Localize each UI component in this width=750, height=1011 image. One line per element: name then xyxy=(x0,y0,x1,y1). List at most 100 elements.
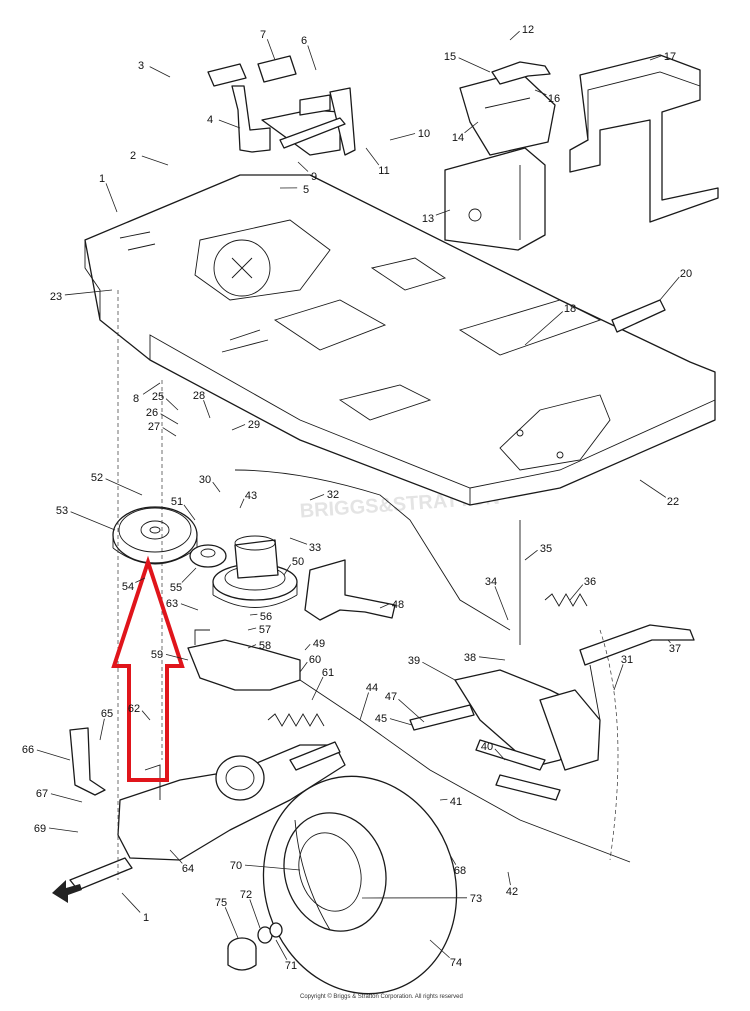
callout-leader xyxy=(100,719,104,740)
callout-leader xyxy=(250,614,257,615)
callout-3: 3 xyxy=(138,60,144,72)
callout-leader xyxy=(640,480,666,497)
chassis-deck xyxy=(85,175,715,505)
wheel-hub-parts xyxy=(228,923,282,970)
callout-leader xyxy=(495,586,508,620)
callout-70: 70 xyxy=(230,860,242,872)
callout-65: 65 xyxy=(101,708,113,720)
callout-45: 45 xyxy=(375,713,387,725)
callout-35: 35 xyxy=(540,543,552,555)
callout-63: 63 xyxy=(166,598,178,610)
callout-57: 57 xyxy=(259,624,271,636)
callout-16: 16 xyxy=(548,93,560,105)
callout-leader xyxy=(510,31,520,40)
callout-36: 36 xyxy=(584,576,596,588)
callout-leader xyxy=(440,799,447,800)
callout-leader xyxy=(163,428,176,436)
callout-leader xyxy=(305,644,310,650)
callout-leader xyxy=(142,711,150,720)
callout-leader xyxy=(106,479,142,495)
callout-60: 60 xyxy=(309,654,321,666)
callout-39: 39 xyxy=(408,655,420,667)
callout-43: 43 xyxy=(245,490,257,502)
callout-leader xyxy=(122,893,140,912)
callout-69: 69 xyxy=(34,823,46,835)
idler-spring xyxy=(268,714,324,726)
idler-pulley-small xyxy=(190,545,226,567)
callout-6: 6 xyxy=(301,35,307,47)
callout-13: 13 xyxy=(422,213,434,225)
callout-59: 59 xyxy=(151,649,163,661)
callout-2: 2 xyxy=(130,150,136,162)
callout-leader xyxy=(360,693,369,720)
callout-27: 27 xyxy=(148,421,160,433)
callout-leader xyxy=(166,399,178,410)
callout-5: 5 xyxy=(303,184,309,196)
callout-41: 41 xyxy=(450,796,462,808)
callout-leader xyxy=(37,750,70,760)
callout-28: 28 xyxy=(193,390,205,402)
callout-74: 74 xyxy=(450,957,462,969)
callout-leader xyxy=(290,538,307,544)
callout-51: 51 xyxy=(171,496,183,508)
callout-37: 37 xyxy=(669,643,681,655)
callout-11: 11 xyxy=(378,165,389,177)
callout-leader xyxy=(660,277,679,300)
callout-31: 31 xyxy=(621,654,633,666)
red-highlight-arrow xyxy=(114,562,182,780)
callout-9: 9 xyxy=(311,171,317,183)
seat-slide-cover xyxy=(460,72,555,155)
callout-leader xyxy=(479,657,505,660)
callout-12: 12 xyxy=(522,24,534,36)
callout-42: 42 xyxy=(506,886,518,898)
callout-leader xyxy=(219,120,240,128)
callout-55: 55 xyxy=(170,582,182,594)
callout-71: 71 xyxy=(285,960,297,972)
callout-25: 25 xyxy=(152,391,164,403)
callout-10: 10 xyxy=(418,128,430,140)
callout-26: 26 xyxy=(146,407,158,419)
spacer-tube xyxy=(612,300,665,332)
callout-leader xyxy=(51,794,82,802)
callout-66: 66 xyxy=(22,744,34,756)
callout-58: 58 xyxy=(259,640,271,652)
callout-leader xyxy=(213,482,220,492)
drive-pulley xyxy=(213,536,297,608)
callout-4: 4 xyxy=(207,114,213,126)
callout-leader xyxy=(225,907,238,938)
callout-7: 7 xyxy=(260,29,266,41)
callout-50: 50 xyxy=(292,556,304,568)
callout-1: 1 xyxy=(143,912,149,924)
callout-20: 20 xyxy=(680,268,692,280)
control-lever-assembly xyxy=(410,625,694,800)
callout-leader xyxy=(71,512,115,530)
callout-leader xyxy=(161,414,178,424)
callout-44: 44 xyxy=(366,682,378,694)
callout-48: 48 xyxy=(392,599,404,611)
callout-leader xyxy=(204,400,210,418)
callout-leader xyxy=(267,39,275,60)
callout-34: 34 xyxy=(485,576,497,588)
callout-14: 14 xyxy=(452,132,464,144)
callout-leader xyxy=(300,662,307,672)
callout-23: 23 xyxy=(50,291,62,303)
callout-33: 33 xyxy=(309,542,321,554)
brake-pedal-assembly xyxy=(208,56,355,155)
callout-15: 15 xyxy=(444,51,456,63)
callout-leader xyxy=(106,183,117,212)
callout-leader xyxy=(298,162,308,172)
callout-leader xyxy=(250,899,260,928)
callout-leader xyxy=(150,67,170,77)
idler-bracket xyxy=(188,640,300,690)
callout-32: 32 xyxy=(327,489,339,501)
mount-bracket xyxy=(70,728,105,795)
callout-leader xyxy=(390,719,412,725)
callout-61: 61 xyxy=(322,667,334,679)
callout-leader xyxy=(312,677,323,700)
callout-leader xyxy=(422,662,455,680)
callout-62: 62 xyxy=(128,703,140,715)
callout-leader xyxy=(459,58,490,72)
callout-leader xyxy=(508,872,510,885)
callout-17: 17 xyxy=(664,51,676,63)
